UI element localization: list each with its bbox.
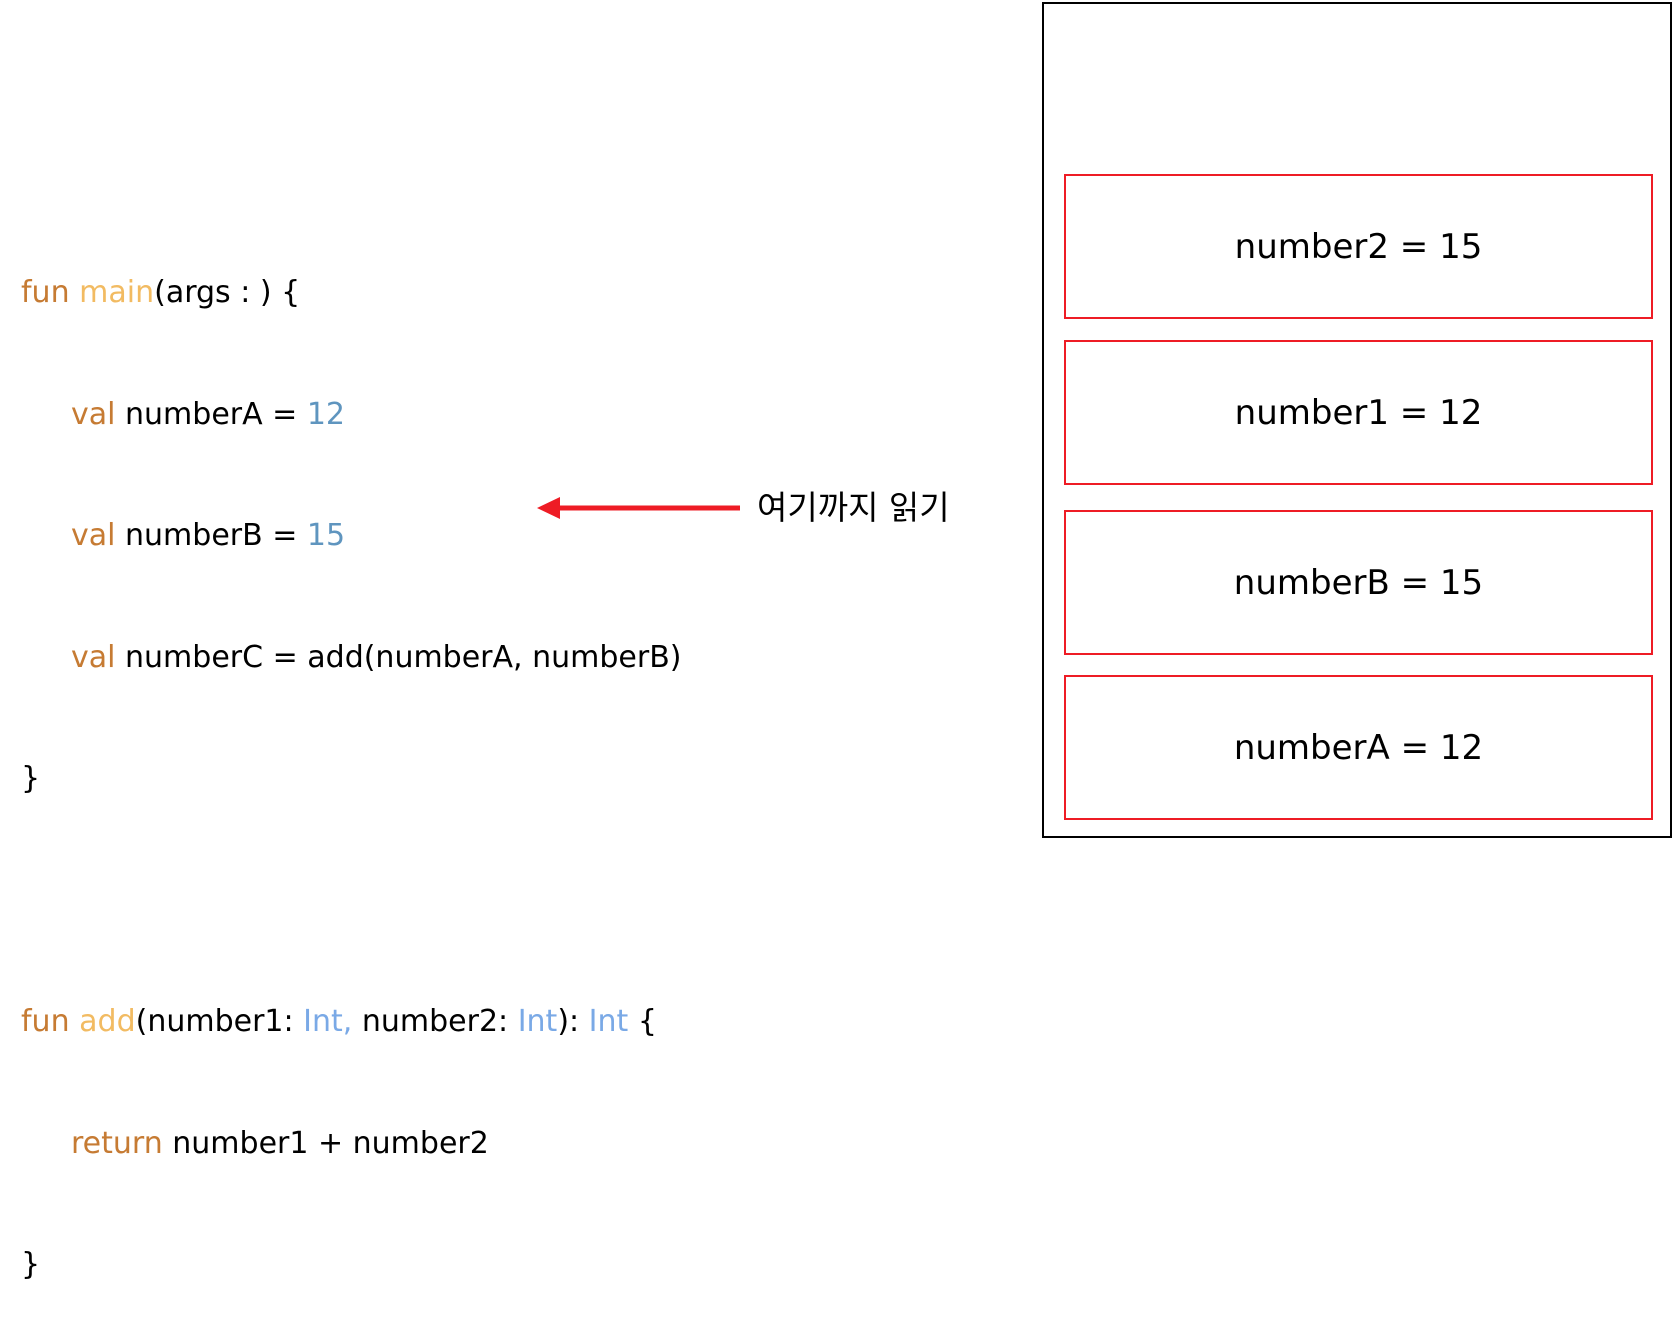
- open-brace: {: [628, 1004, 657, 1039]
- code-line-blank: [21, 881, 682, 922]
- param-number2: number2:: [352, 1004, 518, 1039]
- type-int: Int,: [303, 1004, 353, 1039]
- stack-slot: number2 = 15: [1064, 174, 1653, 319]
- stack-slot: numberA = 12: [1064, 675, 1653, 820]
- code-listing: fun main(args : ) { val numberA = 12 val…: [21, 192, 682, 1326]
- return-expression: number1 + number2: [162, 1125, 489, 1161]
- number-literal: 12: [306, 396, 346, 432]
- function-name-add: add: [79, 1004, 136, 1039]
- main-params: (args : ) {: [154, 275, 301, 310]
- call-stack: number2 = 15 number1 = 12 numberB = 15 n…: [1042, 2, 1672, 838]
- code-line-return: return number1 + number2: [21, 1124, 682, 1165]
- stack-slot: number1 = 12: [1064, 340, 1653, 485]
- code-line-add-signature: fun add(number1: Int, number2: Int): Int…: [21, 1002, 682, 1043]
- code-line-val-numberB: val numberB = 15: [21, 516, 682, 557]
- code-line-val-numberA: val numberA = 12: [21, 395, 682, 436]
- stack-slot: numberB = 15: [1064, 510, 1653, 655]
- keyword-return: return: [71, 1125, 163, 1161]
- code-line-close-brace: }: [21, 1245, 682, 1286]
- keyword-val: val: [71, 396, 116, 432]
- arrow-label: 여기까지 읽기: [757, 488, 950, 527]
- return-colon: ):: [557, 1004, 589, 1039]
- keyword-val: val: [71, 639, 116, 675]
- type-int: Int: [517, 1004, 558, 1039]
- close-brace: }: [21, 1247, 41, 1282]
- code-line-close-brace: }: [21, 759, 682, 800]
- keyword-fun: fun: [21, 275, 70, 310]
- code-text: numberA =: [115, 396, 307, 432]
- keyword-val: val: [71, 518, 116, 553]
- code-text: numberB =: [115, 518, 307, 553]
- keyword-fun: fun: [21, 1004, 70, 1039]
- code-line-main-signature: fun main(args : ) {: [21, 273, 682, 314]
- close-brace: }: [21, 761, 41, 796]
- function-name-main: main: [79, 275, 155, 310]
- code-text: numberC = add(numberA, numberB): [115, 639, 682, 675]
- return-type-int: Int: [588, 1004, 629, 1039]
- param-number1: (number1:: [135, 1004, 304, 1039]
- number-literal: 15: [306, 518, 346, 553]
- code-line-val-numberC: val numberC = add(numberA, numberB): [21, 638, 682, 679]
